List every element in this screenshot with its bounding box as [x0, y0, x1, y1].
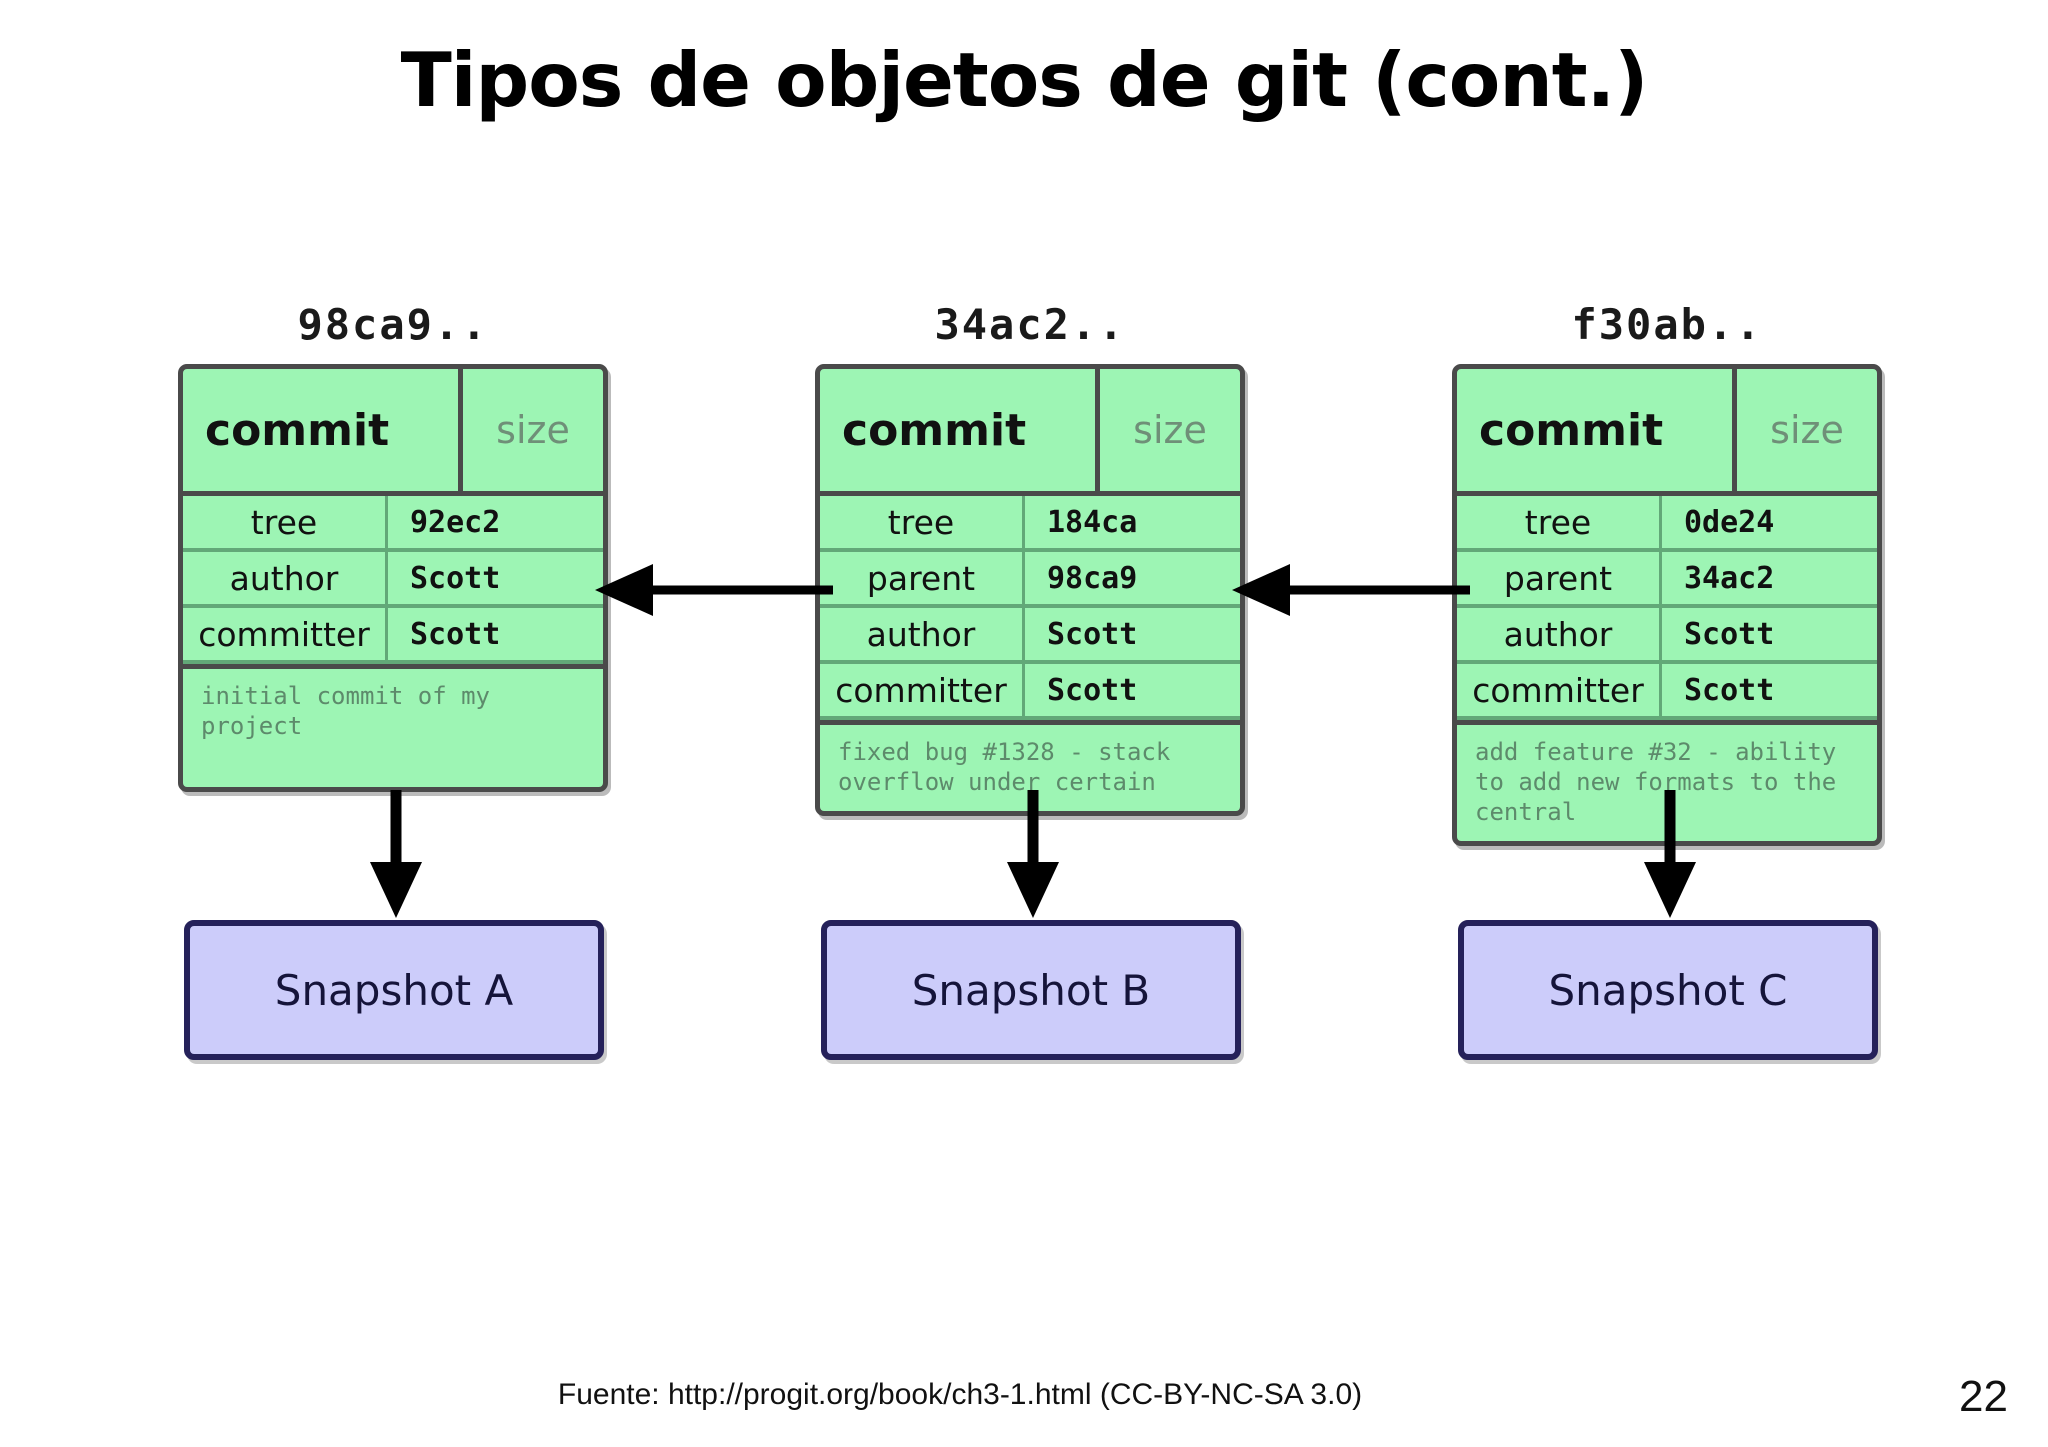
field-value: Scott	[410, 560, 501, 596]
commit-type-label-3: commit	[1457, 369, 1737, 491]
commit-hash-label-3: f30ab..	[1571, 300, 1763, 349]
field-value: 98ca9	[1047, 560, 1138, 596]
field-key: author	[183, 552, 388, 604]
commit-message-separator	[1457, 720, 1877, 725]
field-value: 92ec2	[410, 504, 501, 540]
field-key: parent	[1457, 552, 1662, 604]
commit-field-row: tree 0de24	[1457, 496, 1877, 552]
commit-object-box-2: commit size tree 184ca parent 98ca9 auth…	[815, 364, 1245, 816]
field-key: committer	[820, 664, 1025, 716]
commit-field-row: committer Scott	[820, 664, 1240, 720]
snapshot-box-a: Snapshot A	[184, 920, 604, 1060]
field-key: author	[1457, 608, 1662, 660]
commit-field-row: author Scott	[820, 608, 1240, 664]
field-key: committer	[1457, 664, 1662, 716]
commit-message-2: fixed bug #1328 - stack overflow under c…	[838, 738, 1171, 796]
snapshot-box-c: Snapshot C	[1458, 920, 1878, 1060]
page-title: Tipos de objetos de git (cont.)	[400, 36, 1649, 124]
commit-size-label-2: size	[1133, 408, 1207, 452]
commit-column-3: f30ab.. commit size tree 0de24 parent 34…	[1452, 300, 1882, 846]
field-value: Scott	[1047, 672, 1138, 708]
commit-size-label-1: size	[496, 408, 570, 452]
commit-object-box-3: commit size tree 0de24 parent 34ac2 auth…	[1452, 364, 1882, 846]
field-value: 34ac2	[1684, 560, 1775, 596]
snapshot-box-b: Snapshot B	[821, 920, 1241, 1060]
field-value: Scott	[1684, 616, 1775, 652]
commit-message-separator	[183, 664, 603, 669]
commit-header-row-3: commit size	[1457, 369, 1877, 496]
snapshot-arrow-icon-c	[1644, 790, 1696, 918]
field-value: 0de24	[1684, 504, 1775, 540]
snapshot-arrow-icon-a	[370, 790, 422, 918]
commit-message-3: add feature #32 - ability to add new for…	[1475, 738, 1837, 826]
commit-field-row: committer Scott	[1457, 664, 1877, 720]
field-value: Scott	[410, 616, 501, 652]
commit-size-label-3: size	[1770, 408, 1844, 452]
commit-type-label-2: commit	[820, 369, 1100, 491]
commit-header-row-1: commit size	[183, 369, 603, 496]
commit-header-row-2: commit size	[820, 369, 1240, 496]
field-key: author	[820, 608, 1025, 660]
commit-field-row: tree 184ca	[820, 496, 1240, 552]
field-key: tree	[183, 496, 388, 548]
source-attribution: Fuente: http://progit.org/book/ch3-1.htm…	[557, 1378, 1363, 1411]
commit-column-1: 98ca9.. commit size tree 92ec2 author Sc…	[178, 300, 608, 792]
field-value: 184ca	[1047, 504, 1138, 540]
commit-column-2: 34ac2.. commit size tree 184ca parent 98…	[815, 300, 1245, 816]
field-key: committer	[183, 608, 388, 660]
field-key: tree	[1457, 496, 1662, 548]
field-key: tree	[820, 496, 1025, 548]
commit-hash-label-1: 98ca9..	[297, 300, 489, 349]
page-number: 22	[1959, 1372, 2008, 1421]
commit-field-row: parent 98ca9	[820, 552, 1240, 608]
field-value: Scott	[1684, 672, 1775, 708]
commit-hash-label-2: 34ac2..	[934, 300, 1126, 349]
commit-field-row: tree 92ec2	[183, 496, 603, 552]
parent-arrow-icon-c-to-b	[1232, 564, 1470, 616]
commit-field-row: parent 34ac2	[1457, 552, 1877, 608]
commit-object-box-1: commit size tree 92ec2 author Scott comm…	[178, 364, 608, 792]
field-key: parent	[820, 552, 1025, 604]
commit-message-separator	[820, 720, 1240, 725]
snapshot-arrow-icon-b	[1007, 790, 1059, 918]
commit-field-row: author Scott	[1457, 608, 1877, 664]
commit-field-row: committer Scott	[183, 608, 603, 664]
commit-type-label-1: commit	[183, 369, 463, 491]
commit-field-row: author Scott	[183, 552, 603, 608]
parent-arrow-icon-b-to-a	[595, 564, 833, 616]
commit-message-1: initial commit of my project	[201, 682, 490, 740]
field-value: Scott	[1047, 616, 1138, 652]
